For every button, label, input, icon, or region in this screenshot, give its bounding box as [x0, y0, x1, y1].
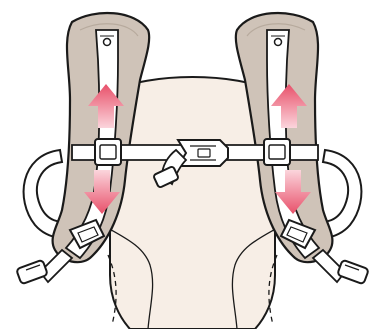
right-strap-tail	[313, 250, 369, 284]
side-release-buckle-icon	[178, 140, 228, 166]
left-chest-adjuster	[95, 139, 121, 165]
left-strap-tail	[16, 250, 72, 284]
right-chest-adjuster	[264, 139, 290, 165]
